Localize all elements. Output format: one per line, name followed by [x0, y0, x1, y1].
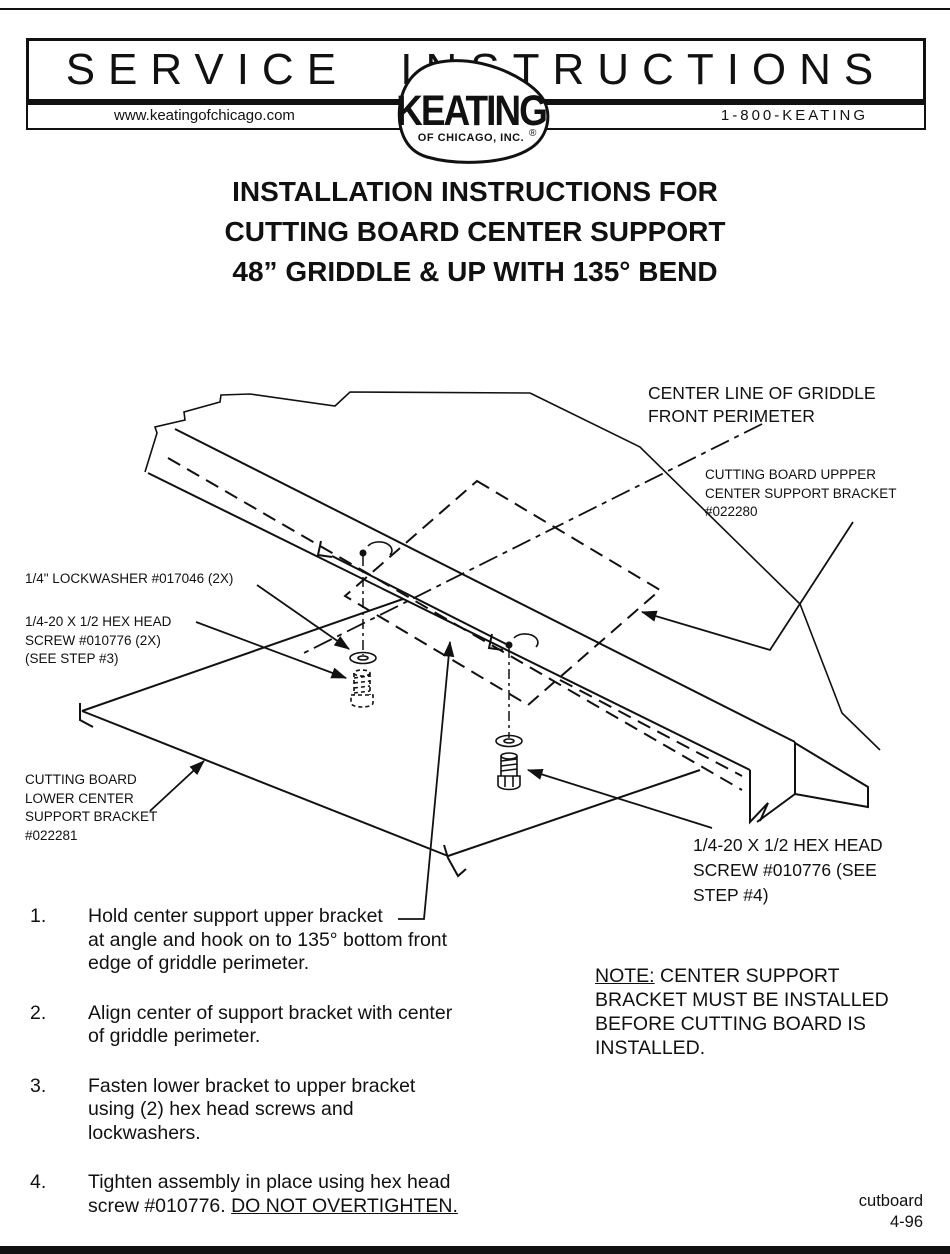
instruction-list: 1. Hold center support upper bracket at … — [30, 905, 510, 1244]
note-label: NOTE: — [595, 965, 655, 987]
upper-bracket-leader — [640, 521, 854, 652]
step-number: 4. — [30, 1171, 47, 1193]
instruction-step-4: 4. Tighten assembly in place using hex h… — [30, 1171, 510, 1218]
keating-logo-blob — [397, 59, 550, 164]
top-rule — [0, 8, 950, 10]
footer: cutboard 4-96 — [783, 1191, 923, 1233]
step-number: 3. — [30, 1074, 47, 1097]
griddle-front-edge-band — [147, 428, 869, 825]
step-text-part: Tighten assembly in place using hex head… — [88, 1171, 451, 1217]
step-text: Align center of support bracket with cen… — [88, 1001, 453, 1048]
step-number: 1. — [30, 905, 47, 927]
hex-screw-step4-arrow — [526, 768, 713, 829]
step1-leader — [398, 640, 455, 920]
lower-bracket-plate — [79, 598, 701, 878]
do-not-overtighten-warning: DO NOT OVERTIGHTEN. — [231, 1194, 458, 1217]
instruction-step-1: 1. Hold center support upper bracket at … — [30, 905, 510, 976]
installation-diagram — [79, 391, 881, 920]
keating-logo-subtitle: OF CHICAGO, INC. — [417, 132, 525, 144]
step-text: Fasten lower bracket to upper bracket us… — [88, 1074, 416, 1144]
step-text: Hold center support upper bracket at ang… — [88, 905, 448, 974]
lockwasher-right-icon — [495, 734, 523, 748]
screw-hole-right — [505, 641, 513, 649]
website-link[interactable]: www.keatingofchicago.com — [114, 107, 295, 124]
hex-screw-left-icon — [350, 669, 374, 708]
hex-screw-2x-label: 1/4-20 X 1/2 HEX HEAD SCREW #010776 (2X)… — [25, 614, 172, 666]
footer-doc-date: 4-96 — [889, 1213, 923, 1231]
phone-number: 1-800-KEATING — [720, 107, 868, 124]
step-number: 2. — [30, 1001, 47, 1024]
footer-doc-name: cutboard — [858, 1192, 923, 1210]
keating-logo: KEATING OF CHICAGO, INC. ® — [383, 56, 559, 168]
note-text: CENTER SUPPORT BRACKET MUST BE INSTALLED… — [595, 965, 889, 1059]
keating-logo-wordmark: KEATING — [396, 86, 548, 134]
lockwasher-left-icon — [349, 651, 377, 665]
upper-bracket-visible-edge — [316, 540, 539, 651]
registered-trademark-icon: ® — [529, 128, 537, 139]
lockwasher-arrow — [256, 584, 350, 650]
screw-hole-left — [359, 549, 367, 557]
bottom-bar — [0, 1246, 950, 1254]
step-text: Tighten assembly in place using hex head… — [88, 1171, 498, 1218]
lower-bracket-label: CUTTING BOARD LOWER CENTER SUPPORT BRACK… — [25, 772, 158, 843]
document-title: INSTALLATION INSTRUCTIONS FOR CUTTING BO… — [224, 176, 726, 287]
instruction-step-2: 2. Align center of support bracket with … — [30, 1002, 510, 1049]
upper-bracket-hidden-outline — [343, 479, 662, 707]
instruction-step-3: 3. Fasten lower bracket to upper bracket… — [30, 1075, 510, 1146]
note-block: NOTE: CENTER SUPPORT BRACKET MUST BE INS… — [595, 964, 925, 1060]
hex-screw-step4-label: 1/4-20 X 1/2 HEX HEAD SCREW #010776 (SEE… — [693, 835, 883, 905]
griddle-center-line — [299, 423, 763, 656]
lockwasher-label: 1/4" LOCKWASHER #017046 (2X) — [25, 571, 234, 586]
center-line-label: CENTER LINE OF GRIDDLE FRONT PERIMETER — [648, 383, 876, 426]
hex-screw-right-icon — [497, 752, 521, 791]
upper-bracket-label: CUTTING BOARD UPPPER CENTER SUPPORT BRAC… — [705, 467, 897, 519]
hex-screw-2x-arrow — [195, 621, 348, 679]
lower-bracket-arrow — [149, 760, 205, 812]
